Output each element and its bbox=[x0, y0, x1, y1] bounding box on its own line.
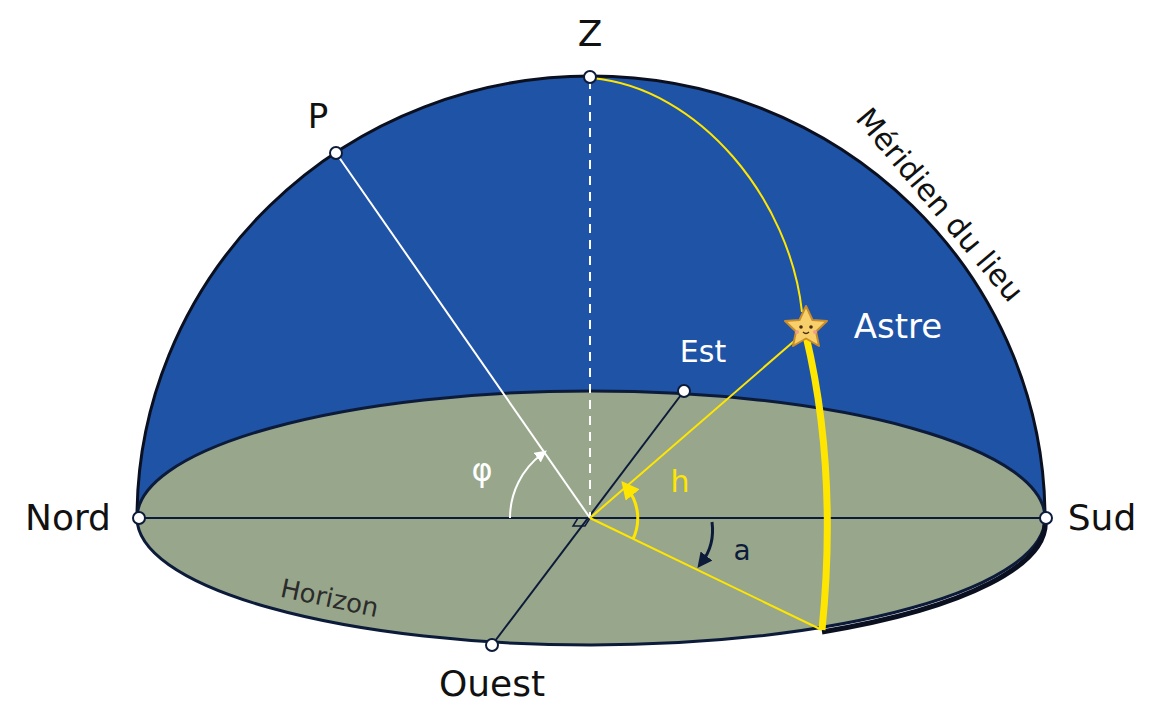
altitude-arc bbox=[627, 488, 638, 539]
latitude-label: φ bbox=[471, 454, 492, 486]
south-label: Sud bbox=[1068, 500, 1137, 536]
azimuth-direction bbox=[590, 518, 822, 630]
zenith-label: Z bbox=[578, 16, 603, 52]
east-west-line bbox=[492, 391, 684, 645]
altitude-label: h bbox=[670, 467, 689, 497]
vertical-circle bbox=[806, 336, 827, 630]
pole-label: P bbox=[308, 99, 329, 133]
pole-axis bbox=[336, 153, 590, 518]
horizon-rim bbox=[822, 518, 1045, 632]
azimuth-arrow bbox=[702, 522, 713, 562]
right-angle-mark bbox=[573, 518, 590, 526]
north-label: Nord bbox=[25, 500, 111, 536]
zenith-line bbox=[589, 80, 591, 516]
horizon-plane bbox=[137, 391, 1045, 645]
reference-points bbox=[133, 71, 1052, 651]
star-icon bbox=[785, 306, 827, 346]
star-label: Astre bbox=[854, 309, 942, 343]
azimuth-label: a bbox=[733, 537, 750, 565]
east-label: Est bbox=[680, 337, 726, 367]
west-label: Ouest bbox=[439, 666, 545, 702]
zenith-star-arc bbox=[592, 78, 802, 312]
latitude-arc bbox=[510, 454, 542, 518]
star-direction bbox=[590, 336, 800, 518]
